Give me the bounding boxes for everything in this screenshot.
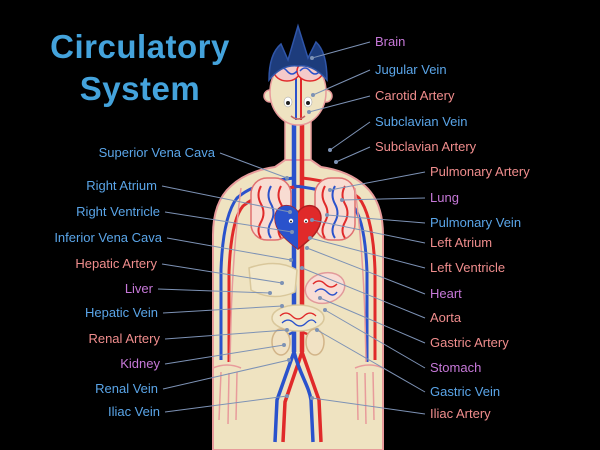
label-aorta: Aorta <box>430 310 462 325</box>
human-figure-illustration <box>212 23 384 450</box>
right-lung-shape <box>314 177 356 241</box>
liver-shape <box>248 262 298 298</box>
label-hepatic-artery: Hepatic Artery <box>75 256 157 271</box>
label-kidney: Kidney <box>120 356 160 371</box>
label-subclavian-vein: Subclavian Vein <box>375 114 468 129</box>
label-hepatic-vein: Hepatic Vein <box>85 305 158 320</box>
label-right-atrium: Right Atrium <box>86 178 157 193</box>
label-renal-vein: Renal Vein <box>95 381 158 396</box>
label-carotid-artery: Carotid Artery <box>375 88 455 103</box>
label-jugular-vein: Jugular Vein <box>375 62 447 77</box>
label-gastric-vein: Gastric Vein <box>430 384 501 399</box>
label-left-atrium: Left Atrium <box>430 235 493 250</box>
label-brain: Brain <box>375 34 406 49</box>
label-stomach: Stomach <box>430 360 482 375</box>
left-kidney-shape <box>271 328 291 356</box>
label-iliac-vein: Iliac Vein <box>107 404 160 419</box>
label-subclavian-artery: Subclavian Artery <box>375 139 477 154</box>
page-title: Circulatory System <box>18 26 262 110</box>
label-gastric-artery: Gastric Artery <box>430 335 509 350</box>
intestines-shape <box>271 304 325 332</box>
label-right-ventricle: Right Ventricle <box>76 204 160 219</box>
right-kidney-shape <box>305 328 325 356</box>
label-pulmonary-artery: Pulmonary Artery <box>430 164 530 179</box>
label-lung: Lung <box>430 190 459 205</box>
label-superior-vena-cava: Superior Vena Cava <box>98 145 215 160</box>
label-iliac-artery: Iliac Artery <box>430 406 491 421</box>
label-left-ventricle: Left Ventricle <box>430 260 506 275</box>
title-line-2: System <box>79 70 201 107</box>
label-heart: Heart <box>430 286 462 301</box>
label-renal-artery: Renal Artery <box>88 331 160 346</box>
label-inferior-vena-cava: Inferior Vena Cava <box>54 230 162 245</box>
label-pulmonary-vein: Pulmonary Vein <box>430 215 522 230</box>
face-features <box>283 96 313 120</box>
label-liver: Liver <box>124 281 153 296</box>
title-line-1: Circulatory <box>50 28 230 65</box>
